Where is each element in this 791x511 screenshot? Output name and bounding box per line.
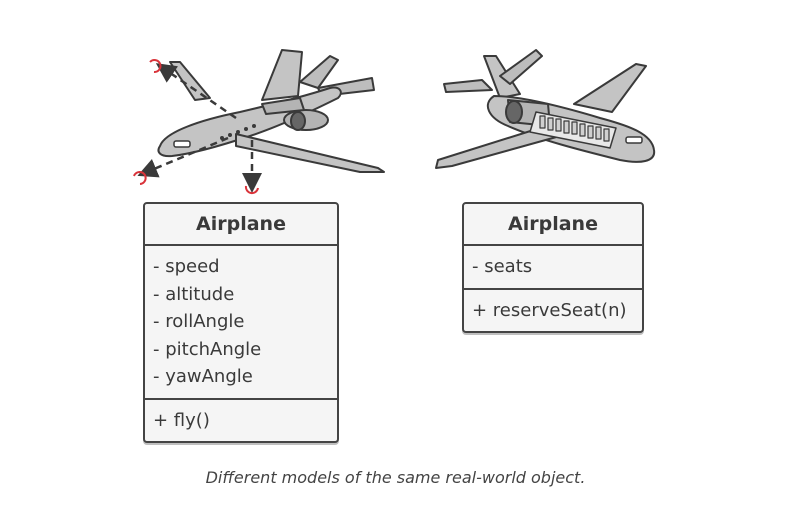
methods-section: + reserveSeat(n) [464, 290, 642, 332]
attribute: - yawAngle [153, 366, 253, 387]
method: + fly() [153, 409, 210, 431]
figure-caption: Different models of the same real-world … [205, 468, 586, 487]
uml-class-box-booking-model: Airplane - seats + reserveSeat(n) [462, 202, 644, 333]
illustration-area [133, 49, 656, 195]
airplane-with-seats-icon [435, 49, 656, 169]
class-name: Airplane [464, 204, 642, 246]
class-name: Airplane [145, 204, 337, 246]
attribute: - seats [472, 256, 533, 277]
attribute: - speed [153, 256, 220, 277]
airplane-with-rotation-axes-icon [157, 49, 385, 173]
method: + reserveSeat(n) [472, 299, 627, 321]
attribute: - pitchAngle [153, 338, 262, 360]
rotation-axes [137, 63, 262, 193]
attribute: - altitude [153, 283, 235, 305]
attribute: - rollAngle [153, 311, 245, 332]
methods-section: + fly() [145, 400, 337, 442]
rotation-marker-icons [133, 59, 259, 195]
attributes-section: - seats [464, 246, 642, 290]
uml-class-box-flight-model: Airplane - speed - altitude - rollAngle … [143, 202, 339, 443]
attributes-section: - speed - altitude - rollAngle - pitchAn… [145, 246, 337, 400]
